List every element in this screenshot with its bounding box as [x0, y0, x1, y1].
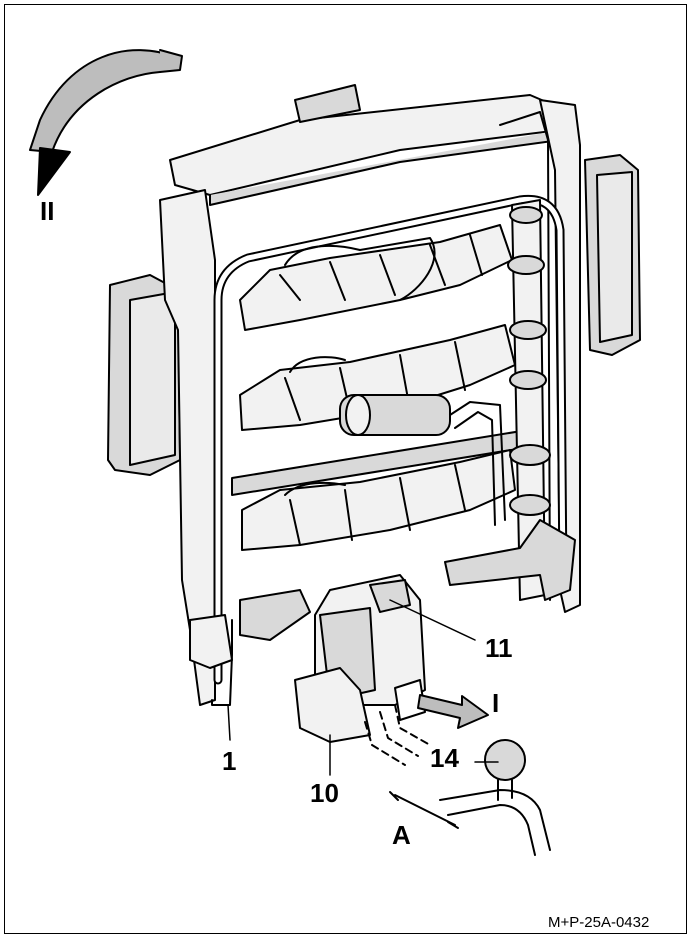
latch-hook-path — [364, 704, 431, 766]
label-part-10: 10 — [310, 778, 339, 808]
label-part-11: 11 — [485, 633, 513, 663]
bottom-bracket-left — [189, 589, 311, 669]
right-bolster — [584, 154, 641, 356]
ball-stud — [439, 739, 551, 856]
label-part-1: 1 — [222, 746, 237, 776]
leader-lines — [227, 599, 499, 776]
dimension-a — [389, 791, 459, 829]
label-dimension-a: A — [392, 820, 411, 850]
top-pad — [169, 84, 566, 206]
lumbar-motor — [339, 394, 506, 526]
left-bolster — [107, 274, 181, 476]
label-part-14: 14 — [430, 743, 459, 773]
spring-band-upper — [239, 224, 513, 331]
label-rotation-ii: II — [40, 196, 55, 226]
label-pull-i: I — [492, 688, 500, 718]
rotation-arrow-ii — [29, 49, 183, 196]
spring-band-lower — [241, 449, 516, 551]
pull-arrow-i — [417, 694, 489, 729]
latch-assembly — [294, 574, 426, 743]
figure-code: M+P-25A-0432 — [548, 914, 650, 931]
bottom-bracket-right — [444, 519, 576, 601]
tube-frame — [213, 194, 568, 685]
